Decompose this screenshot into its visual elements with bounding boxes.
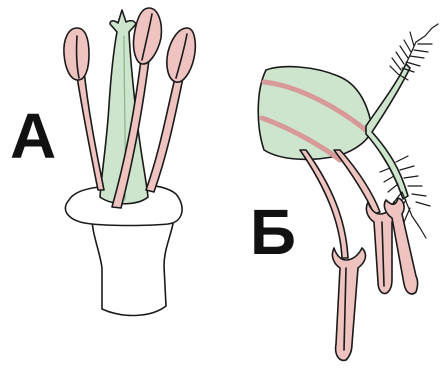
anther-center xyxy=(133,8,161,64)
anther-right xyxy=(167,28,195,82)
anther-left xyxy=(64,28,89,80)
filament-left xyxy=(76,70,104,190)
figure-label-a: А xyxy=(10,104,56,168)
style xyxy=(366,64,410,199)
figure-label-b: Б xyxy=(250,200,296,264)
stigma-upper-feather xyxy=(390,24,438,80)
anther-b-left xyxy=(332,248,365,360)
filament-b-left xyxy=(300,150,348,258)
filament-right xyxy=(146,78,183,192)
figure-b xyxy=(258,24,438,360)
figure-a xyxy=(64,8,195,315)
filament-b-right xyxy=(334,150,380,214)
receptacle-stalk xyxy=(92,218,174,315)
